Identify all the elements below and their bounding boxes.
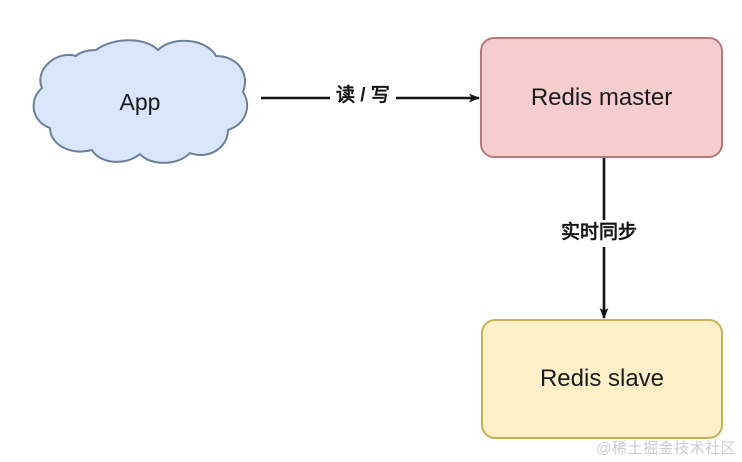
edge-label-realtime-sync: 实时同步 — [556, 220, 643, 247]
box-redis-slave[interactable] — [481, 319, 723, 439]
watermark: @稀土掘金技术社区 — [596, 440, 736, 457]
edge-label-read-write: 读 / 写 — [330, 84, 396, 109]
box-redis-master[interactable] — [480, 37, 723, 158]
cloud-shape-app[interactable] — [32, 39, 248, 164]
